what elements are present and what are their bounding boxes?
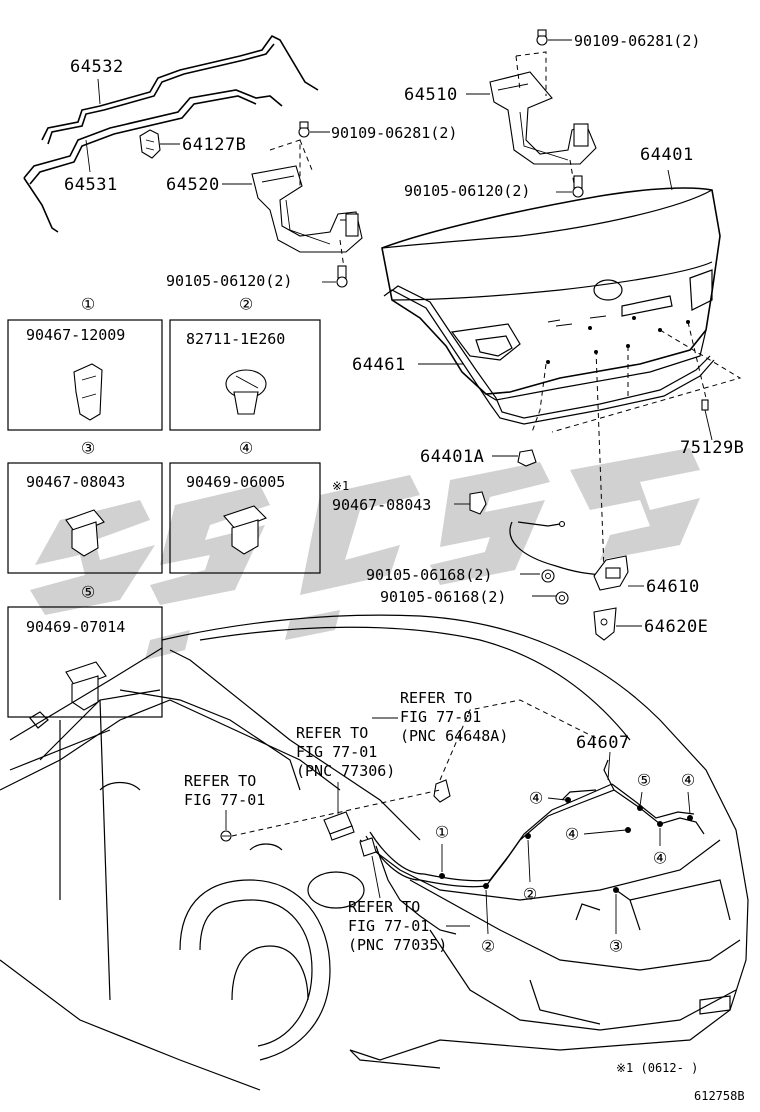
striker-64620e [593, 607, 617, 641]
clip-90467-lock [469, 491, 487, 515]
refer-64648a: REFER TO FIG 77-01 (PNC 64648A) [372, 689, 508, 745]
box-2-part: 82711-1E260 [186, 330, 285, 348]
box-4-num: ④ [239, 439, 253, 458]
clip-box-3: ③ 90467-08043 [7, 439, 163, 574]
label-90105-left: 90105-06120(2) [166, 272, 292, 290]
box-4-part: 90469-06005 [186, 473, 285, 491]
label-90467-08043-lock: 90467-08043 [332, 496, 431, 514]
box-1-num: ① [81, 295, 95, 314]
label-64520: 64520 [166, 175, 220, 195]
clip-box-2: ② 82711-1E260 [169, 295, 321, 431]
hinge-64510 [489, 51, 597, 185]
connector-64648a [433, 779, 451, 803]
box-3-part: 90467-08043 [26, 473, 125, 491]
callout-3: ③ [609, 937, 623, 956]
lock-64610 [593, 555, 629, 591]
plug-75129b [701, 399, 709, 411]
connector-77306 [323, 811, 355, 841]
ref2-line1: REFER TO [296, 724, 368, 742]
ref1-line1: REFER TO [400, 689, 472, 707]
wire-harness-64607 [365, 759, 705, 935]
refer-left: REFER TO FIG 77-01 [184, 772, 265, 830]
cushion-64401a [517, 449, 537, 467]
torsion-rods [23, 34, 319, 233]
callout-5: ⑤ [637, 771, 651, 790]
label-90109-right: 90109-06281(2) [574, 32, 700, 50]
box-5-part: 90469-07014 [26, 618, 125, 636]
label-64461: 64461 [352, 355, 406, 375]
callout-2b: ② [481, 937, 495, 956]
box-1-part: 90467-12009 [26, 326, 125, 344]
bolt-90105-06168-b [555, 591, 569, 605]
box-2-num: ② [239, 295, 253, 314]
weatherstrip-64461 [383, 285, 715, 425]
ref1-line3: (PNC 64648A) [400, 727, 508, 745]
clip-box-4: ④ 90469-06005 [169, 439, 321, 574]
clip-64127b [139, 129, 161, 159]
harness-callouts: ① ② ② ③ ④ ④ ④ ④ ⑤ [435, 771, 695, 956]
label-64510: 64510 [404, 85, 458, 105]
label-75129b: 75129B [680, 438, 744, 458]
label-90105-06168-a: 90105-06168(2) [366, 566, 492, 584]
figure-id: 612758B [694, 1089, 745, 1103]
bolt-90105-06168-a [541, 569, 555, 583]
callout-4c: ④ [653, 849, 667, 868]
ref4-line3: (PNC 77035) [348, 936, 447, 954]
bolt-90105-left [336, 265, 348, 288]
label-64401a: 64401A [420, 447, 484, 467]
ref3-line1: REFER TO [184, 772, 256, 790]
refer-77306: REFER TO FIG 77-01 (PNC 77306) [296, 724, 395, 814]
ref3-line2: FIG 77-01 [184, 791, 265, 809]
clip-box-1: ① 90467-12009 [7, 295, 163, 431]
label-90105-06168-b: 90105-06168(2) [380, 588, 506, 606]
callout-4d: ④ [681, 771, 695, 790]
screw-left [220, 830, 232, 842]
box-5-num: ⑤ [81, 583, 95, 602]
label-64531: 64531 [64, 175, 118, 195]
connector-77035 [359, 837, 377, 857]
bolt-90109-left [298, 121, 310, 138]
ref2-line2: FIG 77-01 [296, 743, 377, 761]
footnote: ※1 (0612- ) [616, 1061, 698, 1075]
bolt-90105-right [572, 175, 584, 198]
car-body [0, 614, 749, 1091]
label-64532: 64532 [70, 57, 124, 77]
hinge-64520 [251, 139, 363, 269]
label-64401: 64401 [640, 145, 694, 165]
label-64610: 64610 [646, 577, 700, 597]
label-64607: 64607 [576, 733, 630, 753]
ref2-line3: (PNC 77306) [296, 762, 395, 780]
box-3-num: ③ [81, 439, 95, 458]
clip-box-5: ⑤ 90469-07014 [7, 583, 163, 718]
label-90109-left: 90109-06281(2) [331, 124, 457, 142]
ref1-line2: FIG 77-01 [400, 708, 481, 726]
label-64620e: 64620E [644, 617, 708, 637]
callout-4b: ④ [565, 825, 579, 844]
refer-77035: REFER TO FIG 77-01 (PNC 77035) [348, 855, 470, 954]
label-64127b: 64127B [182, 135, 246, 155]
callout-1: ① [435, 823, 449, 842]
callout-4a: ④ [529, 789, 543, 808]
ref4-line2: FIG 77-01 [348, 917, 429, 935]
callout-2a: ② [523, 885, 537, 904]
trunk-lid-64401 [381, 187, 721, 401]
label-90105-right: 90105-06120(2) [404, 182, 530, 200]
ref4-line1: REFER TO [348, 898, 420, 916]
rod-64532 [41, 34, 319, 141]
note-mark: ※1 [332, 479, 349, 493]
bolt-90109-right [536, 29, 548, 46]
rod-64531 [23, 89, 283, 179]
